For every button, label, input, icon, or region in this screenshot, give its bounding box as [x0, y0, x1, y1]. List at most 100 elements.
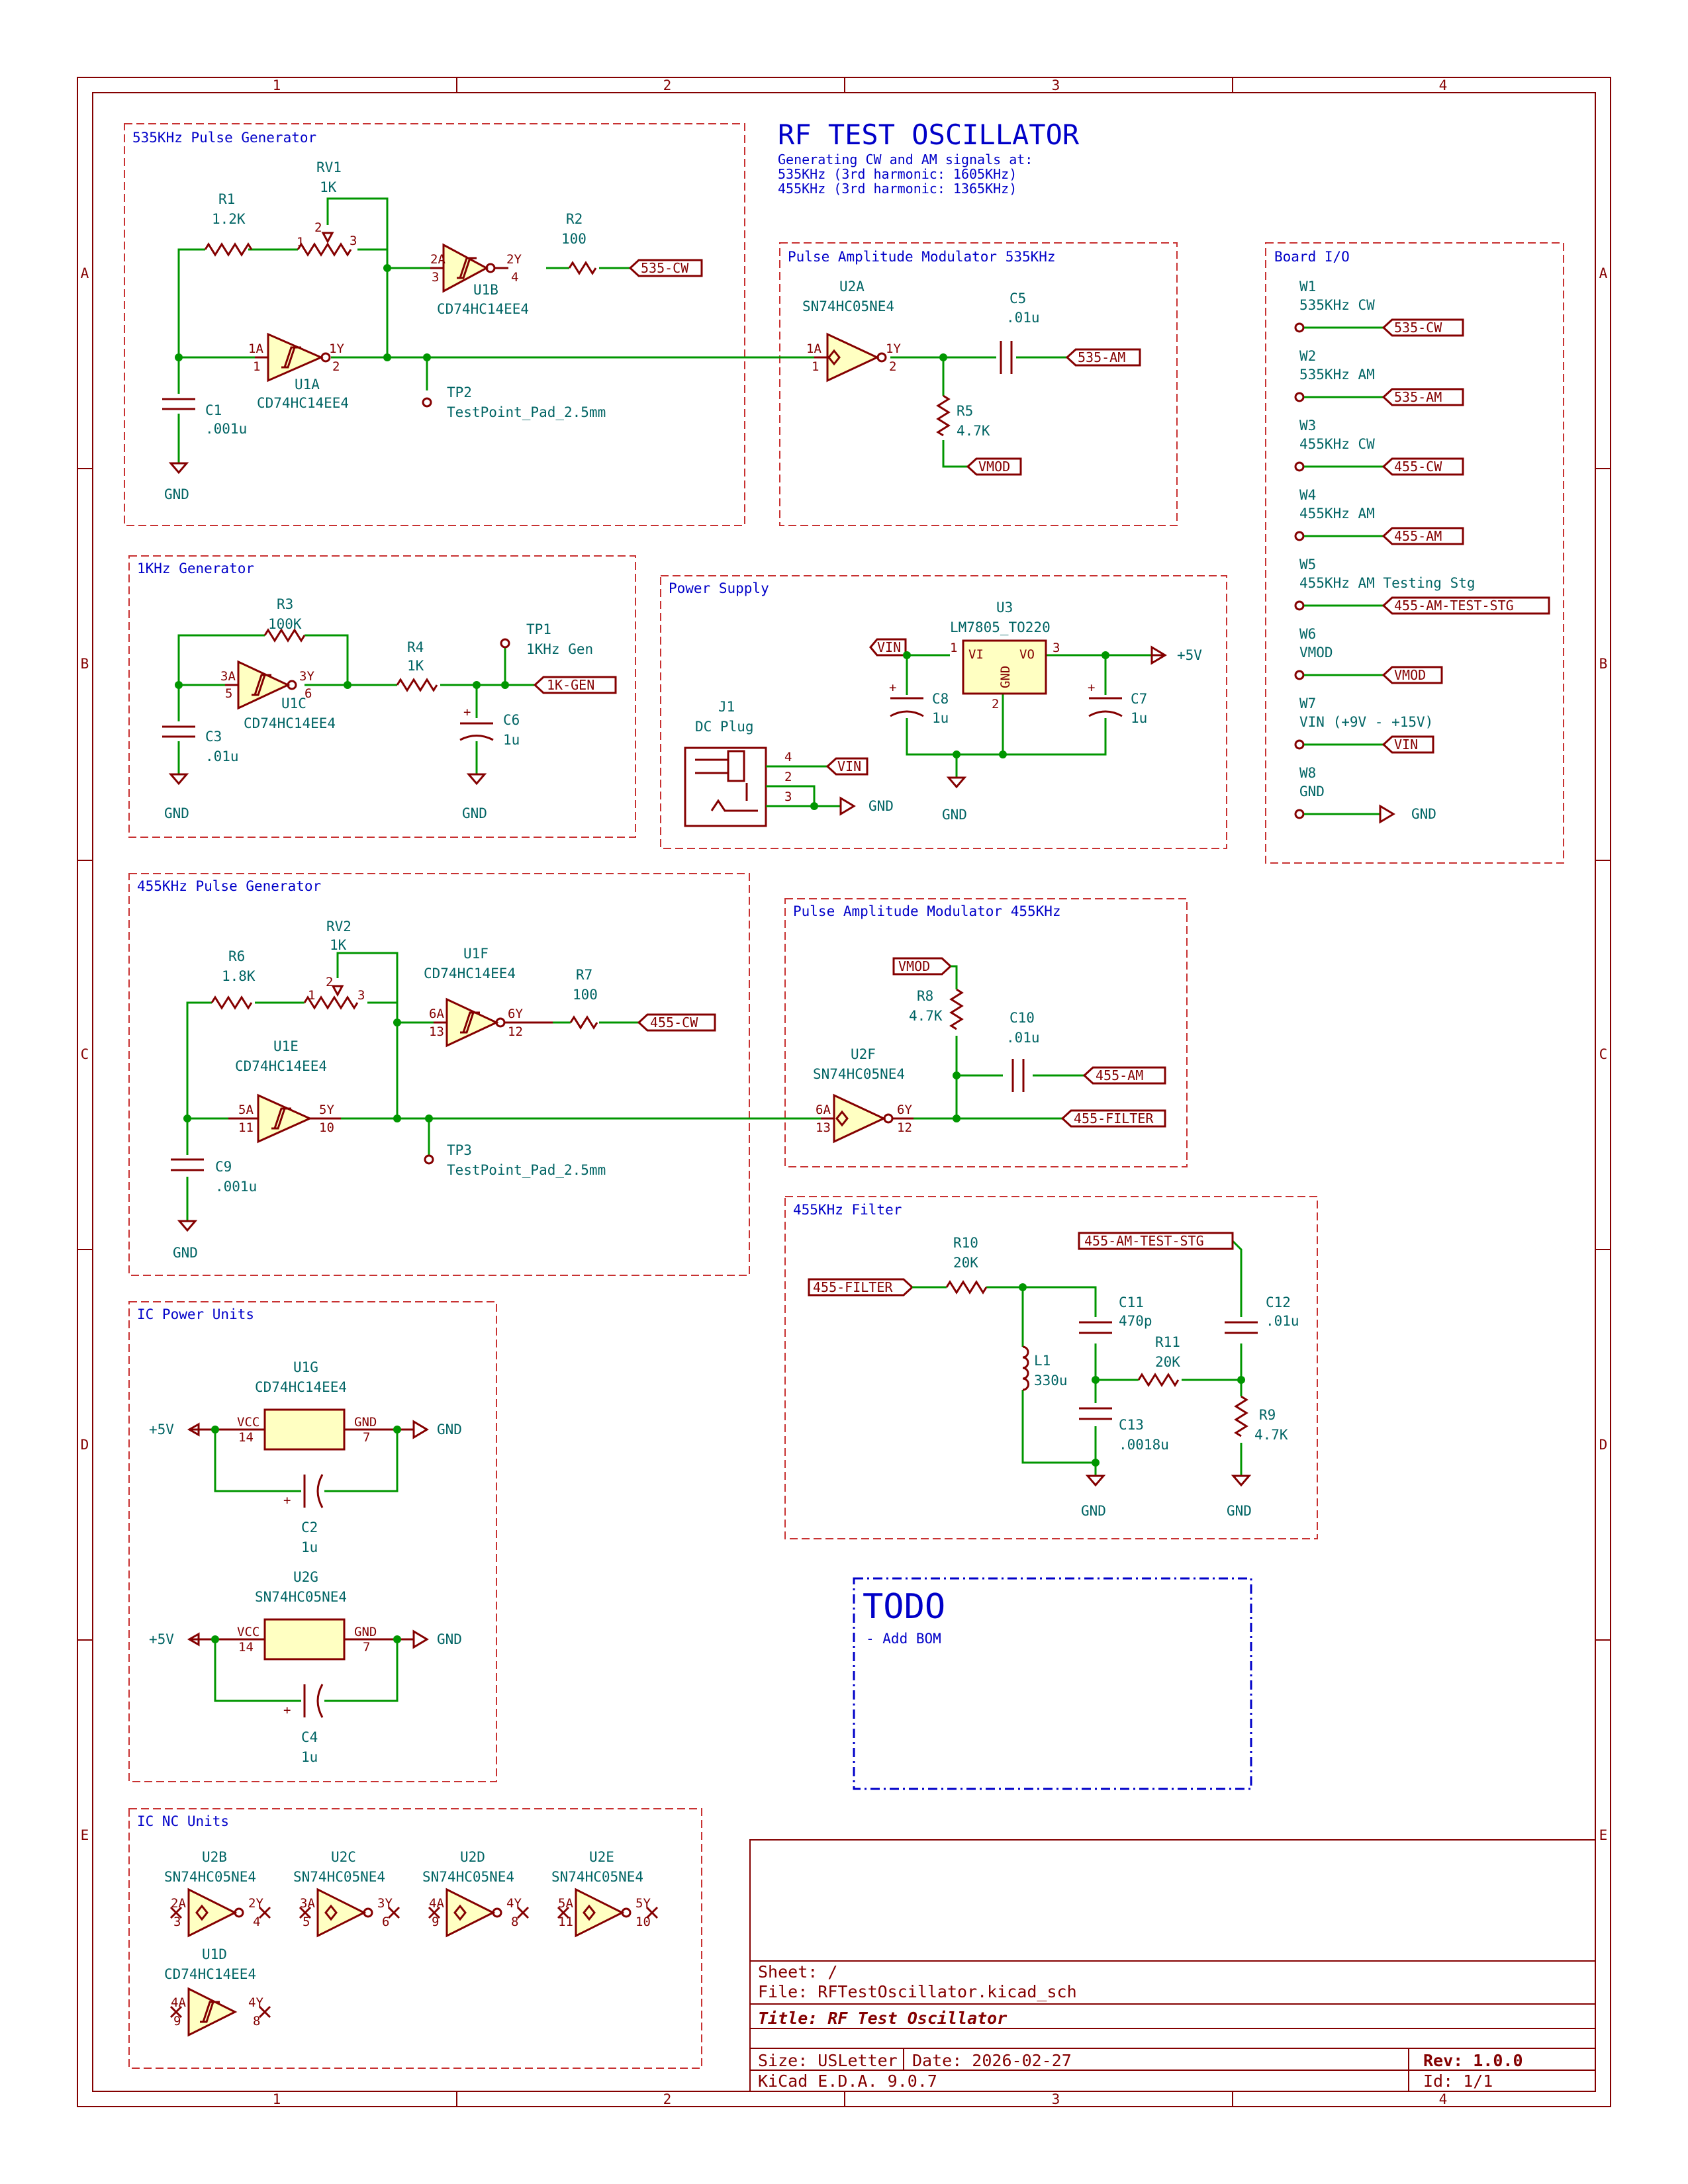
- c4-plus: +: [283, 1703, 291, 1717]
- tb-sheet: Sheet: /: [758, 1962, 837, 1981]
- u2b-pin3: 3: [173, 1915, 181, 1929]
- w4-ref: W4: [1299, 487, 1316, 503]
- resistor-r10: [945, 1280, 988, 1295]
- capacitor-c1: [162, 398, 195, 410]
- r1-value: 1.2K: [212, 211, 246, 227]
- u1d-pin9: 9: [173, 2014, 181, 2028]
- resistor-r4: [396, 678, 438, 692]
- label-455-am: 455-AM: [1082, 1066, 1166, 1085]
- c8-ref: C8: [932, 691, 949, 707]
- r7-ref: R7: [576, 967, 592, 983]
- circuit-power-supply: VIN VI VO GND 1 3 2 U3 LM7805_TO220 +5V …: [684, 600, 1202, 827]
- w8-ref: W8: [1299, 765, 1316, 781]
- section-power-supply: Power Supply: [669, 580, 769, 596]
- todo-title: TODO: [863, 1587, 945, 1627]
- title-block: Sheet: / File: RFTestOscillator.kicad_sc…: [749, 1839, 1596, 2092]
- rv1-pin1: 1: [297, 235, 304, 250]
- u1e-pin5a: 5A: [238, 1103, 254, 1117]
- u1d-pin4a: 4A: [171, 1995, 186, 2010]
- j1-pin4: 4: [784, 750, 792, 764]
- open-drain-inverter-u2a: [814, 332, 887, 383]
- svg-text:455-FILTER: 455-FILTER: [1074, 1111, 1154, 1126]
- u1e-value: CD74HC14EE4: [235, 1058, 327, 1074]
- r2-ref: R2: [566, 211, 583, 227]
- rv2-pin2: 2: [326, 975, 333, 989]
- rv1-pin2: 2: [314, 220, 322, 235]
- section-ic-power: IC Power Units: [137, 1306, 254, 1322]
- u3-vi: VI: [968, 647, 984, 662]
- resistor-r2: [568, 261, 597, 275]
- u2d-ref: U2D: [460, 1849, 485, 1865]
- u1f-pin12: 12: [508, 1024, 523, 1039]
- u1g-pin7: 7: [363, 1430, 370, 1445]
- col-4-bottom: 4: [1439, 2091, 1448, 2107]
- u1g-gnd-label: GND: [437, 1422, 462, 1437]
- circuit-455-filter: 455-FILTER 455-AM-TEST-STG R10 20K C11 4…: [808, 1232, 1299, 1519]
- u2d-pin4a: 4A: [429, 1896, 444, 1911]
- label-vin-reg: VIN: [869, 638, 907, 657]
- u2d-value: SN74HC05NE4: [422, 1869, 514, 1885]
- rv2-ref: RV2: [326, 919, 352, 934]
- u1a-value: CD74HC14EE4: [257, 395, 349, 411]
- tb-id: Id: 1/1: [1423, 2071, 1493, 2091]
- col-4-top: 4: [1439, 77, 1448, 93]
- u1b-value: CD74HC14EE4: [437, 301, 529, 317]
- label-1k-gen: 1K-GEN: [533, 676, 617, 694]
- u1a-pin1a: 1A: [248, 341, 263, 356]
- u1g-vcc: VCC: [237, 1415, 259, 1430]
- todo-note: TODO - Add BOM: [853, 1577, 1252, 1790]
- c13-value: .0018u: [1119, 1437, 1169, 1453]
- row-c-left: C: [81, 1046, 89, 1062]
- label-vmod-455: VMOD: [892, 957, 953, 976]
- resistor-r9: [1234, 1395, 1248, 1437]
- u2a-pin2: 2: [889, 359, 896, 374]
- svg-text:535-AM: 535-AM: [1078, 349, 1125, 365]
- w1-ref: W1: [1299, 279, 1316, 295]
- u2f-pin13: 13: [816, 1120, 831, 1135]
- r4-value: 1K: [407, 658, 424, 674]
- col-3-bottom: 3: [1052, 2091, 1060, 2107]
- r8-ref: R8: [917, 988, 933, 1004]
- label-535-am: 535-AM: [1065, 348, 1141, 367]
- gnd-c6-label: GND: [462, 805, 487, 821]
- label-w4: 455-AM: [1382, 527, 1464, 545]
- circuit-1khz-generator: R3 100K 3A 5 3Y 6 U1C CD74HC14EE4 R4 1K …: [162, 596, 617, 821]
- label-w5: 455-AM-TEST-STG: [1382, 596, 1550, 615]
- c1-value: .001u: [205, 421, 247, 437]
- r6-value: 1.8K: [222, 968, 256, 984]
- u2a-value: SN74HC05NE4: [802, 298, 894, 314]
- gnd-symbol-c1: [168, 462, 189, 475]
- u1a-pin1: 1: [253, 359, 260, 374]
- u2e-ref: U2E: [589, 1849, 614, 1865]
- r5-value: 4.7K: [957, 423, 990, 439]
- u1b-pin3: 3: [432, 270, 439, 285]
- section-pam-535: Pulse Amplitude Modulator 535KHz: [788, 249, 1056, 265]
- u2e-pin5y: 5Y: [635, 1896, 651, 1911]
- u1c-pin5: 5: [225, 686, 232, 701]
- c7-value: 1u: [1131, 710, 1147, 726]
- u2d-pin4y: 4Y: [506, 1896, 522, 1911]
- u2a-pin1a: 1A: [806, 341, 821, 356]
- w7-desc: VIN (+9V - +15V): [1299, 714, 1433, 730]
- circuit-pam-455: VMOD R8 4.7K C10 .01u 455-AM 455-FILTER …: [813, 957, 1166, 1144]
- u2c-pin3a: 3A: [300, 1896, 315, 1911]
- svg-text:455-AM: 455-AM: [1394, 528, 1442, 544]
- svg-text:VIN: VIN: [1394, 737, 1418, 752]
- u2f-pin6a: 6A: [816, 1103, 831, 1117]
- j1-ref: J1: [718, 699, 735, 715]
- c2-value: 1u: [301, 1539, 318, 1555]
- row-d-right: D: [1599, 1437, 1608, 1453]
- r7-value: 100: [573, 987, 598, 1003]
- c4-value: 1u: [301, 1749, 318, 1765]
- l1-ref: L1: [1034, 1353, 1051, 1369]
- label-w3: 455-CW: [1382, 457, 1464, 476]
- regulator-u3: [962, 639, 1047, 695]
- open-drain-inverter-u2f: [821, 1093, 914, 1144]
- section-455-filter: 455KHz Filter: [793, 1202, 902, 1218]
- u1f-pin13: 13: [429, 1024, 444, 1039]
- c9-value: .001u: [215, 1179, 257, 1195]
- svg-text:455-AM-TEST-STG: 455-AM-TEST-STG: [1084, 1233, 1204, 1249]
- u2e-pin10: 10: [635, 1915, 651, 1929]
- u2b-ref: U2B: [202, 1849, 227, 1865]
- w6-ref: W6: [1299, 626, 1316, 642]
